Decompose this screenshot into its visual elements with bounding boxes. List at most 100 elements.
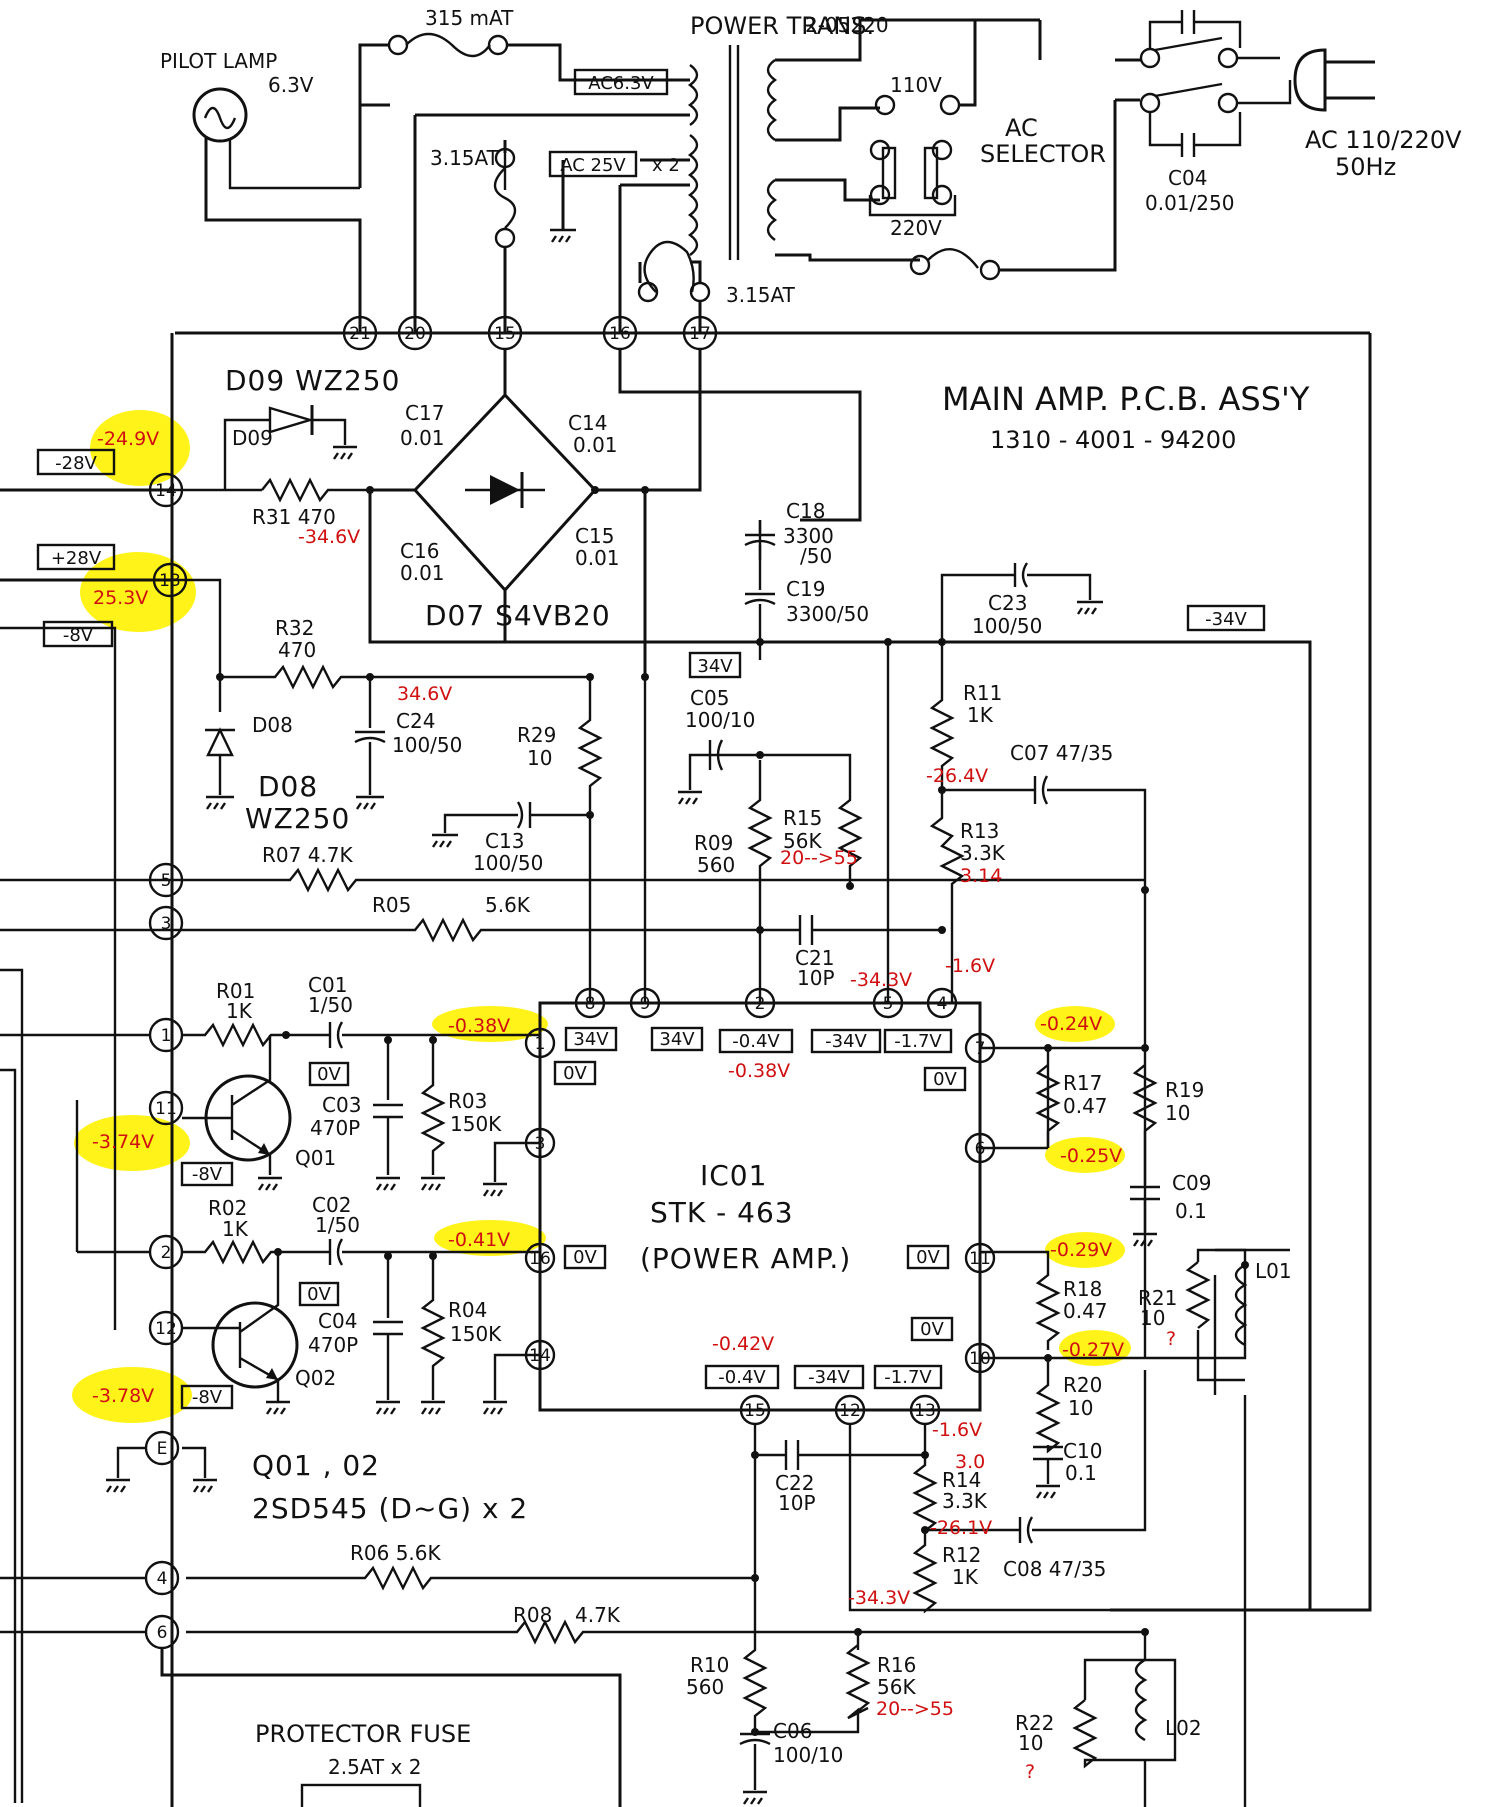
- connector-14-label: 14: [155, 481, 177, 501]
- meas-34-6-neg: -34.6V: [298, 526, 360, 548]
- box-ic-m17b: -1.7V: [884, 1367, 932, 1388]
- label-c02v: 1/50: [315, 1213, 360, 1237]
- meas-0-25: -0.25V: [1060, 1145, 1122, 1167]
- box-ic-0v1: 0V: [563, 1063, 587, 1084]
- meas-34-3-b: -34.3V: [848, 1587, 910, 1609]
- fuse-315-right: 3.15AT: [726, 283, 796, 307]
- label-r12v: 1K: [952, 1565, 979, 1589]
- positive-rail: [0, 578, 647, 1200]
- label-c16: C16: [400, 539, 439, 563]
- label-c19v: 3300/50: [786, 602, 869, 626]
- zener-d09-r31: [0, 405, 505, 644]
- label-r12: R12: [942, 1543, 981, 1567]
- connector-2-label: 2: [161, 1243, 172, 1263]
- label-r01: R01: [216, 979, 255, 1003]
- ic-pin-7: 7: [975, 1039, 986, 1059]
- label-c08: C08 47/35: [1003, 1557, 1106, 1581]
- label-c13: C13: [485, 829, 524, 853]
- box-ic-m04b: -0.4V: [718, 1367, 766, 1388]
- label-c21v: 10P: [797, 966, 835, 990]
- label-r32: R32: [275, 616, 314, 640]
- label-c13v: 100/50: [473, 851, 543, 875]
- meas-0-27: -0.27V: [1062, 1339, 1124, 1361]
- connector-21-label: 21: [349, 324, 371, 344]
- label-r14v: 3.3K: [942, 1489, 988, 1513]
- label-c24v: 100/50: [392, 733, 462, 757]
- ic-pin-11: 11: [969, 1249, 991, 1269]
- label-c05: C05: [690, 686, 729, 710]
- ac-selector-line1: AC: [1005, 114, 1038, 142]
- ic-pin-15: 15: [744, 1401, 766, 1421]
- board-part-number: 1310 - 4001 - 94200: [990, 426, 1236, 454]
- label-r09v: 560: [697, 853, 735, 877]
- label-c18v: 3300: [783, 524, 834, 548]
- label-c21: C21: [795, 946, 834, 970]
- label-r15v: 56K: [783, 829, 822, 853]
- ic-pin-14: 14: [529, 1346, 551, 1366]
- label-d08: D08: [252, 713, 293, 737]
- label-c06v: 100/10: [773, 1743, 843, 1767]
- power-supply-section: [192, 10, 1375, 333]
- connector-3: [148, 905, 184, 941]
- label-r17: R17: [1063, 1071, 1102, 1095]
- meas-question-1: ?: [1166, 1328, 1176, 1350]
- box-m34: -34V: [1205, 609, 1247, 630]
- box-ic-0v4: 0V: [916, 1247, 940, 1268]
- box-m8: -8V: [63, 625, 94, 646]
- label-c15v: 0.01: [575, 546, 620, 570]
- protector-fuse-label: PROTECTOR FUSE: [255, 1720, 471, 1748]
- label-c24: C24: [396, 709, 435, 733]
- label-c04b: C04: [318, 1309, 357, 1333]
- box-p28: +28V: [51, 548, 102, 569]
- label-c14v: 0.01: [573, 433, 618, 457]
- connector-14: [148, 472, 184, 508]
- connector-5-label: 5: [161, 871, 172, 891]
- label-c22: C22: [775, 1471, 814, 1495]
- meas-25-3: 25.3V: [93, 587, 148, 609]
- label-d07: D07 S4VB20: [425, 599, 611, 632]
- box-ic-m34b: -34V: [808, 1367, 850, 1388]
- ic-pin-6: 6: [975, 1139, 986, 1159]
- label-c14: C14: [568, 411, 607, 435]
- label-r13v: 3.3K: [960, 841, 1006, 865]
- label-r08: R08: [513, 1603, 552, 1627]
- label-r21v: 10: [1140, 1306, 1165, 1330]
- ic-reference: IC01: [700, 1159, 767, 1192]
- label-r16: R16: [877, 1653, 916, 1677]
- label-r19: R19: [1165, 1078, 1204, 1102]
- label-c02: C02: [312, 1193, 351, 1217]
- box-q-m8a: -8V: [192, 1164, 223, 1185]
- ic-pin-1: 1: [535, 1034, 546, 1054]
- meas-26-1: -26.1V: [930, 1517, 992, 1539]
- meas-3-14: 3.14: [960, 865, 1002, 887]
- label-c03v: 470P: [310, 1116, 360, 1140]
- connector-13: [152, 562, 188, 598]
- label-r29v: 10: [527, 746, 552, 770]
- label-c22v: 10P: [778, 1491, 816, 1515]
- label-r05v: 5.6K: [485, 893, 531, 917]
- transistor-part: 2SD545 (D~G) x 2: [252, 1492, 528, 1525]
- box-ac25: AC 25V: [560, 155, 626, 176]
- box-q-0v2: 0V: [307, 1284, 331, 1305]
- label-c18v2: /50: [800, 544, 832, 568]
- bridge-rectifier: [366, 349, 1312, 1610]
- label-r05: R05: [372, 893, 411, 917]
- meas-3-74: -3.74V: [92, 1131, 154, 1153]
- meas-24-9: -24.9V: [97, 428, 159, 450]
- ic-pin-8: 8: [585, 994, 596, 1014]
- ic-pin-5: 5: [883, 994, 894, 1014]
- label-r20: R20: [1063, 1373, 1102, 1397]
- meas-26-4: -26.4V: [926, 765, 988, 787]
- label-r18: R18: [1063, 1277, 1102, 1301]
- transformer-code: 2-05220: [805, 13, 889, 37]
- connector-6-label: 6: [157, 1623, 168, 1643]
- component-labels: D09 WZ250 D09 R31 470 C17 0.01 C14 0.01 …: [208, 364, 1292, 1767]
- ac-frequency: 50Hz: [1335, 153, 1396, 181]
- meas-1-6-a: -1.6V: [945, 955, 995, 977]
- box-p34: 34V: [697, 656, 733, 677]
- label-c01v: 1/50: [308, 993, 353, 1017]
- connector-20: [397, 315, 433, 351]
- connector-5: [148, 862, 184, 898]
- board-title: MAIN AMP. P.C.B. ASS'Y: [942, 380, 1310, 418]
- protector-fuse-value: 2.5AT x 2: [328, 1755, 421, 1779]
